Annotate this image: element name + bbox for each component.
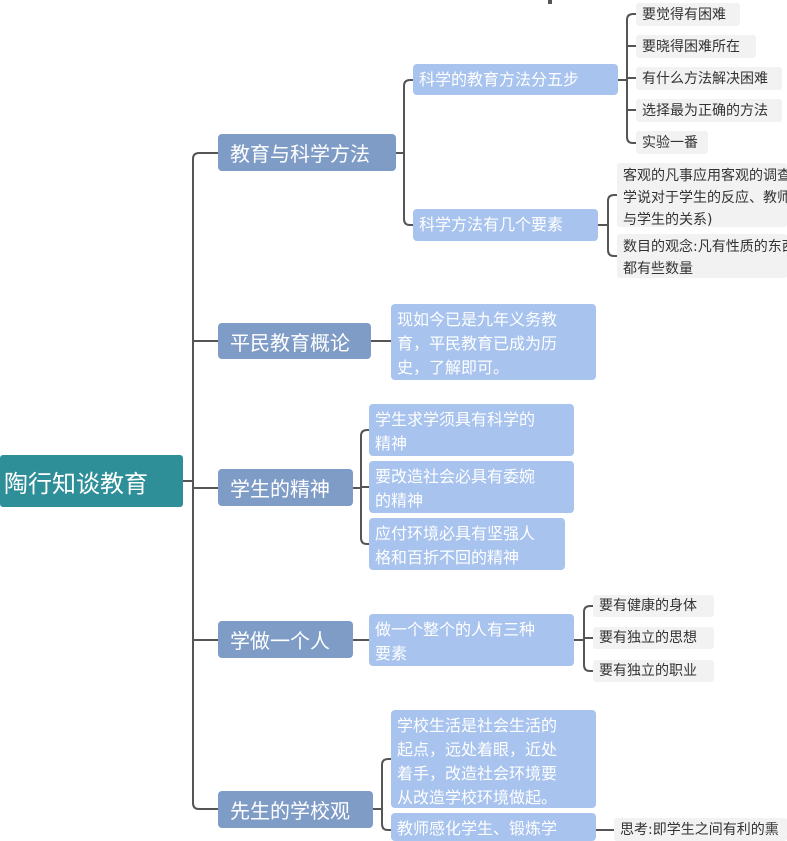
leaf-label: 实验一番: [642, 134, 698, 151]
subtopic-line: 史，了解即可。: [397, 358, 510, 377]
leaf-step-5[interactable]: 实验一番: [636, 131, 708, 154]
subtopic-five-steps[interactable]: 科学的教育方法分五步: [413, 64, 618, 95]
subtopic-three-elements[interactable]: 做一个整个的人有三种 要素: [369, 614, 574, 666]
leaf-line: 与学生的关系): [623, 212, 713, 227]
leaf-text: 客观的凡事应用客观的调查 学说对于学生的反应、教师 与学生的关系): [623, 165, 787, 227]
root-connector-arm-0: [192, 152, 218, 160]
subtopic-line: 要改造社会必具有委婉: [375, 467, 536, 486]
branch2-connector-arm-2: [360, 537, 369, 545]
subtopic-line: 要素: [375, 644, 408, 663]
subtopic-civilian-note[interactable]: 现如今已是九年义务教 育，平民教育已成为历 史，了解即可。: [391, 304, 596, 380]
branch-label: 平民教育概论: [230, 330, 350, 355]
branch-civilian-education[interactable]: 平民教育概论: [218, 323, 371, 359]
leaf-independent-thought[interactable]: 要有独立的思想: [593, 627, 714, 649]
steps-connector-arm-0: [626, 13, 636, 21]
steps-connector-arm-4: [626, 136, 636, 144]
subtopic-tactful-spirit[interactable]: 要改造社会必具有委婉 的精神: [369, 461, 574, 513]
subtopic-line: 教师感化学生、锻炼学: [397, 819, 558, 838]
leaf-label: 要有独立的职业: [599, 663, 697, 679]
subtopic-line: 学校生活是社会生活的: [397, 716, 558, 735]
leaf-label: 有什么方法解决困难: [642, 70, 768, 87]
subtopic-line: 学生求学须具有科学的: [375, 410, 536, 429]
leaf-label: 要有独立的思想: [599, 630, 697, 646]
branch0-connector-arm-1: [403, 218, 413, 226]
leaf-thinking-note[interactable]: 思考:即学生之间有利的熏: [614, 818, 787, 841]
leaf-objective[interactable]: 客观的凡事应用客观的调查 学说对于学生的反应、教师 与学生的关系): [617, 163, 787, 227]
subtopic-scientific-spirit[interactable]: 学生求学须具有科学的 精神: [369, 404, 574, 456]
branch-label: 教育与科学方法: [230, 142, 370, 166]
leaf-step-4[interactable]: 选择最为正确的方法: [636, 99, 782, 122]
subtopic-line: 格和百折不回的精神: [375, 548, 520, 567]
leaf-label: 选择最为正确的方法: [642, 102, 768, 119]
leaf-healthy-body[interactable]: 要有健康的身体: [593, 595, 714, 617]
leaf-quantity[interactable]: 数目的观念:凡有性质的东西 都有些数量: [617, 234, 787, 278]
branch-label: 学做一个人: [230, 629, 330, 653]
branch-label: 先生的学校观: [230, 799, 350, 823]
subtopic-line: 做一个整个的人有三种: [375, 620, 536, 639]
branch-label: 学生的精神: [230, 477, 330, 501]
leaf-line: 学说对于学生的反应、教师: [623, 190, 787, 206]
subtopic-school-life[interactable]: 学校生活是社会生活的 起点，远处着眼，近处 着手，改造社会环境要 从改造学校环境…: [391, 710, 596, 808]
leaf-step-1[interactable]: 要觉得有困难: [636, 3, 740, 26]
elements-connector-arm-0: [607, 194, 617, 202]
subtopic-text: 学校生活是社会生活的 起点，远处着眼，近处 着手，改造社会环境要 从改造学校环境…: [397, 714, 557, 810]
branch4-connector-arm-0: [381, 758, 391, 766]
branch-student-spirit[interactable]: 学生的精神: [218, 469, 353, 506]
subtopic-text: 学生求学须具有科学的 精神: [375, 408, 535, 456]
leaf-label: 思考:即学生之间有利的熏: [620, 821, 779, 838]
leaf-line: 客观的凡事应用客观的调查: [623, 168, 787, 184]
subtopic-method-elements[interactable]: 科学方法有几个要素: [413, 209, 598, 241]
person-connector-arm-2: [583, 664, 593, 672]
elements-connector-arm-1: [607, 249, 617, 257]
leaf-step-3[interactable]: 有什么方法解决困难: [636, 67, 782, 90]
root-topic-label: 陶行知谈教育: [4, 469, 148, 498]
subtopic-resilient-spirit[interactable]: 应付环境必具有坚强人 格和百折不回的精神: [369, 518, 565, 570]
subtopic-label: 科学的教育方法分五步: [419, 69, 580, 89]
leaf-label: 要有健康的身体: [599, 598, 697, 614]
subtopic-line: 的精神: [375, 491, 424, 510]
subtopic-teacher-influence[interactable]: 教师感化学生、锻炼学: [391, 813, 596, 841]
subtopic-text: 现如今已是九年义务教 育，平民教育已成为历 史，了解即可。: [397, 308, 557, 380]
branch0-connector-arm-0: [403, 79, 413, 87]
subtopic-line: 精神: [375, 434, 408, 453]
subtopic-line: 着手，改造社会环境要: [397, 764, 558, 783]
subtopic-text: 做一个整个的人有三种 要素: [375, 618, 535, 666]
cursor-mark: [548, 0, 552, 4]
leaf-label: 要晓得困难所在: [642, 38, 740, 55]
person-connector-arm-0: [583, 605, 593, 613]
subtopic-line: 起点，远处着眼，近处: [397, 740, 558, 759]
branch-education-science-method[interactable]: 教育与科学方法: [218, 134, 396, 171]
subtopic-line: 从改造学校环境做起。: [397, 788, 558, 807]
leaf-label: 要觉得有困难: [642, 6, 726, 23]
leaf-text: 数目的观念:凡有性质的东西 都有些数量: [623, 236, 787, 278]
subtopic-label: 科学方法有几个要素: [419, 215, 564, 234]
root-topic[interactable]: 陶行知谈教育: [0, 455, 183, 507]
branch4-connector-arm-1: [381, 823, 391, 831]
subtopic-text: 应付环境必具有坚强人 格和百折不回的精神: [375, 522, 535, 570]
subtopic-line: 育，平民教育已成为历: [397, 334, 558, 353]
leaf-line: 都有些数量: [623, 261, 693, 277]
subtopic-text: 要改造社会必具有委婉 的精神: [375, 465, 535, 513]
subtopic-line: 现如今已是九年义务教: [397, 310, 558, 329]
leaf-step-2[interactable]: 要晓得困难所在: [636, 35, 756, 58]
branch-school-view[interactable]: 先生的学校观: [218, 791, 373, 828]
branch-be-a-person[interactable]: 学做一个人: [218, 621, 353, 658]
subtopic-line: 应付环境必具有坚强人: [375, 524, 536, 543]
leaf-independent-career[interactable]: 要有独立的职业: [593, 660, 714, 682]
leaf-line: 数目的观念:凡有性质的东西: [623, 239, 787, 255]
root-connector-arm-4: [192, 802, 218, 810]
branch2-connector-arm-0: [360, 429, 369, 437]
